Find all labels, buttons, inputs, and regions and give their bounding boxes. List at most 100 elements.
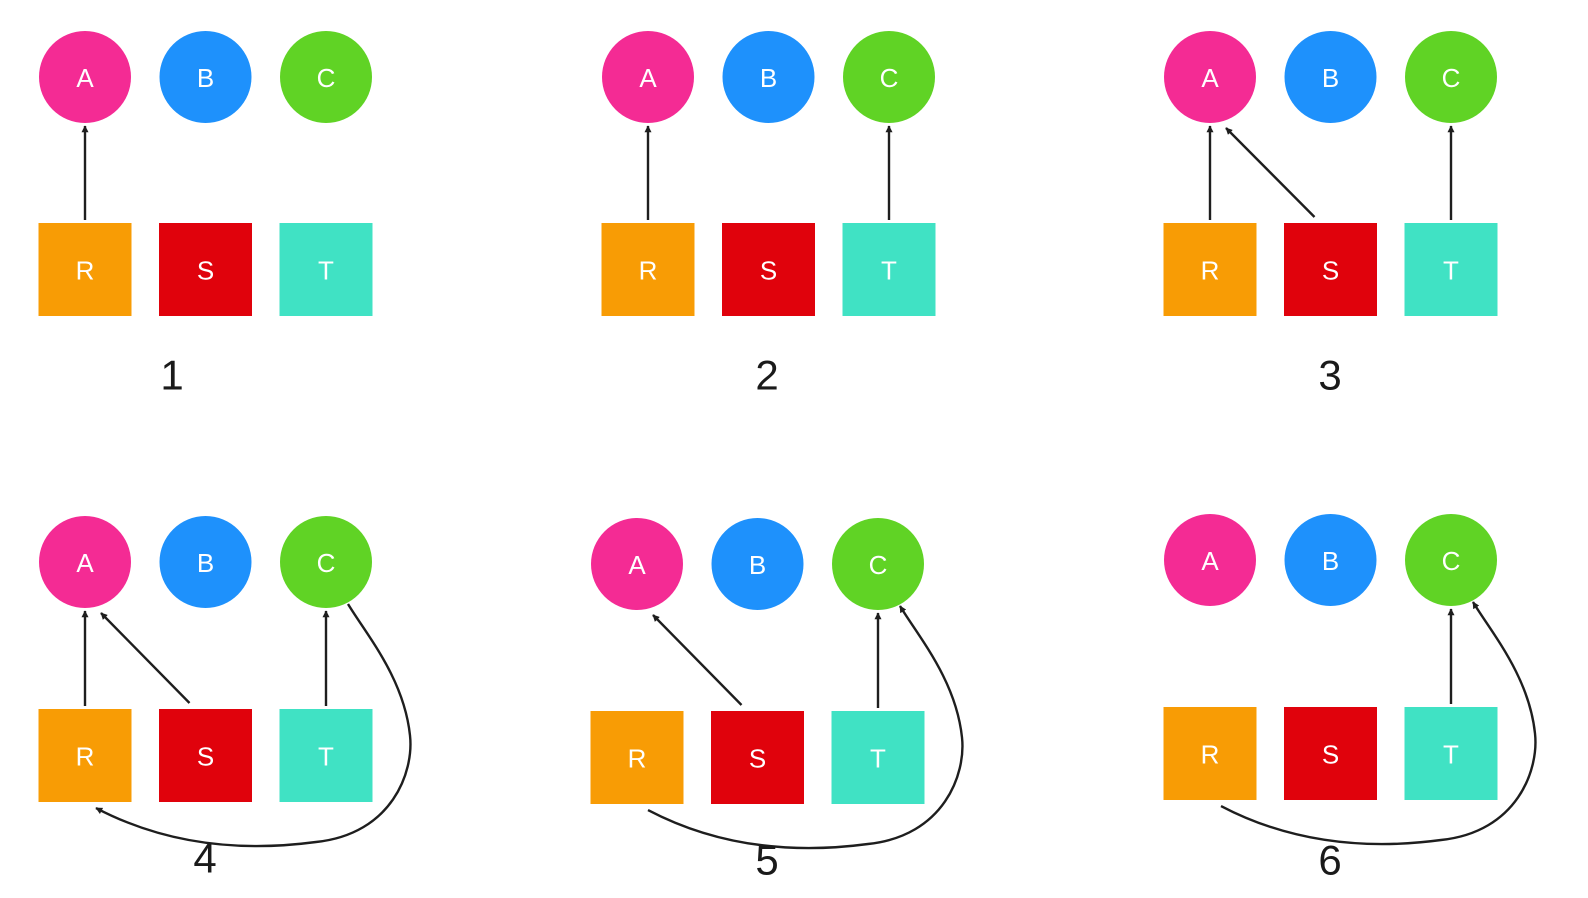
panel-number-label: 5	[755, 837, 778, 884]
node-b: B	[1284, 31, 1377, 123]
node-a: A	[39, 31, 131, 123]
circle-node-c	[280, 516, 372, 608]
panel-number-label: 3	[1318, 352, 1341, 399]
circle-node-a	[1164, 514, 1256, 606]
node-label: A	[76, 63, 94, 93]
edge-r-to-c	[1220, 601, 1537, 846]
circle-node-a	[39, 516, 131, 608]
square-node-t	[831, 711, 925, 804]
node-c: C	[280, 516, 372, 608]
node-label: T	[318, 256, 334, 286]
node-label: S	[1322, 256, 1339, 286]
square-node-s	[159, 709, 252, 802]
node-b: B	[159, 516, 252, 608]
node-s: S	[159, 709, 252, 802]
node-label: S	[197, 256, 214, 286]
square-node-r	[601, 223, 695, 316]
circle-node-b	[159, 31, 252, 123]
circle-node-a	[39, 31, 131, 123]
circle-node-b	[159, 516, 252, 608]
node-s: S	[1284, 707, 1377, 800]
edge-s-to-a	[100, 612, 191, 704]
node-c: C	[280, 31, 372, 123]
node-b: B	[159, 31, 252, 123]
node-t: T	[279, 223, 373, 316]
node-a: A	[591, 518, 683, 610]
node-label: S	[749, 744, 766, 774]
circle-node-b	[711, 518, 804, 610]
edge-s-to-a	[1225, 127, 1316, 218]
node-label: A	[628, 550, 646, 580]
circle-node-c	[843, 31, 935, 123]
node-b: B	[1284, 514, 1377, 606]
circle-node-a	[602, 31, 694, 123]
node-label: C	[1442, 546, 1461, 576]
node-t: T	[1404, 223, 1498, 316]
square-node-s	[722, 223, 815, 316]
node-label: T	[1443, 256, 1459, 286]
node-label: R	[1201, 740, 1220, 770]
node-label: C	[869, 550, 888, 580]
node-label: B	[1322, 546, 1339, 576]
node-label: C	[880, 63, 899, 93]
node-t: T	[831, 711, 925, 804]
node-r: R	[1163, 223, 1257, 316]
node-t: T	[279, 709, 373, 802]
node-b: B	[711, 518, 804, 610]
node-a: A	[602, 31, 694, 123]
circle-node-c	[832, 518, 924, 610]
panel-number-label: 6	[1318, 837, 1341, 884]
node-label: A	[1201, 63, 1219, 93]
node-label: S	[760, 256, 777, 286]
node-r: R	[601, 223, 695, 316]
node-c: C	[832, 518, 924, 610]
square-node-s	[159, 223, 252, 316]
node-s: S	[711, 711, 804, 804]
square-node-r	[38, 223, 132, 316]
node-c: C	[1405, 514, 1497, 606]
node-a: A	[39, 516, 131, 608]
node-r: R	[38, 709, 132, 802]
node-label: R	[628, 744, 647, 774]
node-label: T	[870, 744, 886, 774]
node-label: B	[760, 63, 777, 93]
panel-5: A B C R S T 5	[590, 518, 964, 884]
edge-s-to-a	[652, 614, 743, 706]
circle-node-c	[1405, 514, 1497, 606]
node-r: R	[1163, 707, 1257, 800]
node-label: A	[1201, 546, 1219, 576]
node-label: R	[76, 256, 95, 286]
node-label: A	[639, 63, 657, 93]
node-s: S	[722, 223, 815, 316]
node-c: C	[843, 31, 935, 123]
node-label: T	[881, 256, 897, 286]
square-node-s	[1284, 223, 1377, 316]
panel-3: A B C R S T 3	[1163, 31, 1498, 399]
square-node-t	[1404, 223, 1498, 316]
square-node-r	[590, 711, 684, 804]
edge-c-to-r	[95, 603, 412, 848]
square-node-t	[842, 223, 936, 316]
square-node-r	[1163, 707, 1257, 800]
node-s: S	[1284, 223, 1377, 316]
circle-node-c	[1405, 31, 1497, 123]
circle-node-b	[1284, 31, 1377, 123]
panel-number-label: 1	[160, 352, 183, 399]
node-r: R	[590, 711, 684, 804]
node-label: C	[1442, 63, 1461, 93]
node-label: R	[76, 742, 95, 772]
square-node-t	[279, 223, 373, 316]
circle-node-b	[722, 31, 815, 123]
node-s: S	[159, 223, 252, 316]
node-label: B	[197, 548, 214, 578]
node-label: B	[749, 550, 766, 580]
node-label: C	[317, 548, 336, 578]
node-t: T	[1404, 707, 1498, 800]
square-node-r	[38, 709, 132, 802]
node-a: A	[1164, 31, 1256, 123]
